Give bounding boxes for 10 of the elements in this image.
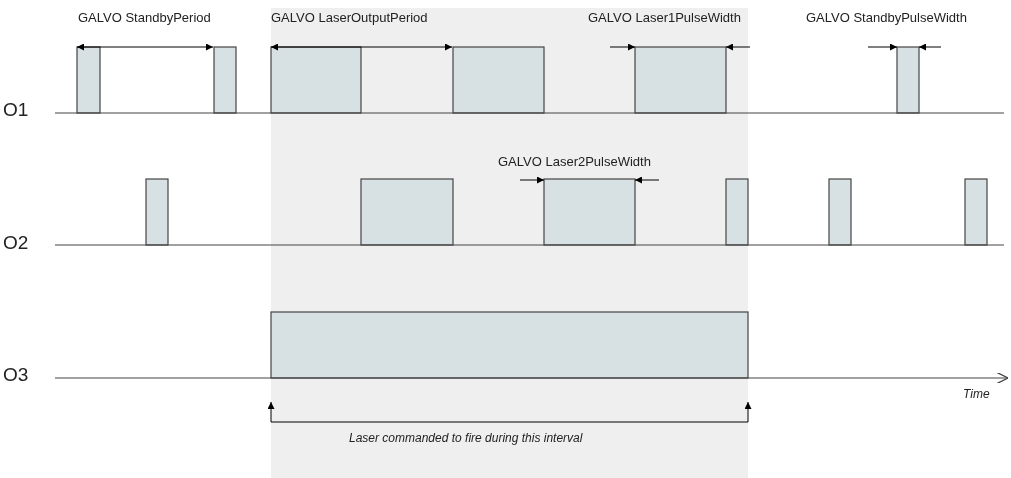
parameter-label: GALVO Laser2PulseWidth bbox=[498, 154, 651, 170]
signal-name: O1 bbox=[3, 99, 29, 121]
axis-label: Time bbox=[963, 387, 990, 402]
signal-name: O2 bbox=[3, 232, 29, 254]
parameter-label: GALVO Laser1PulseWidth bbox=[588, 10, 741, 26]
interval-note: Laser commanded to fire during this interval bbox=[349, 431, 583, 446]
signal-name: O3 bbox=[3, 364, 29, 386]
parameter-label: GALVO LaserOutputPeriod bbox=[271, 10, 428, 26]
parameter-label: GALVO StandbyPulseWidth bbox=[806, 10, 967, 26]
parameter-label: GALVO StandbyPeriod bbox=[78, 10, 211, 26]
